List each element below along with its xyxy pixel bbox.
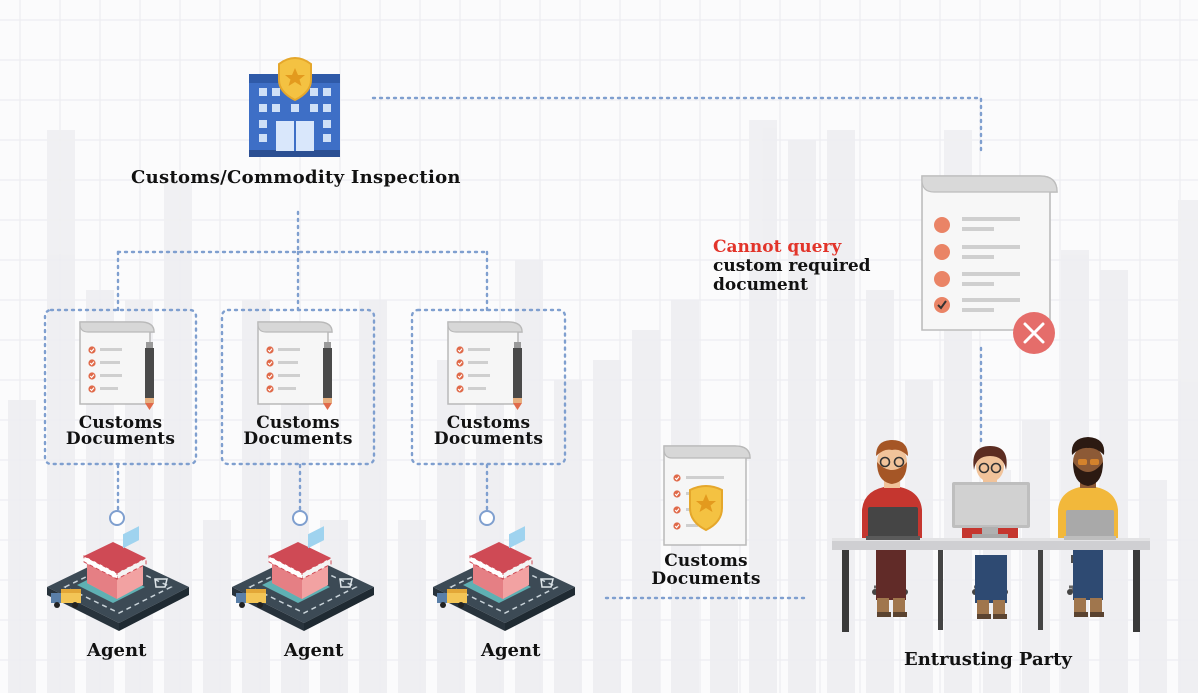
certified-document-icon — [663, 445, 751, 546]
agent-1-documents-label: Customs Documents — [46, 413, 195, 449]
error-detail: custom required — [713, 256, 871, 276]
customs-document-icon — [80, 322, 154, 410]
doc-label-line: Customs — [446, 413, 531, 433]
customs-document-icon — [448, 322, 522, 410]
transfer-documents-label: Customs Documents — [636, 552, 776, 588]
customs-document-icon — [258, 322, 332, 410]
doc-label-line: Documents — [651, 569, 761, 589]
doc-label-line: Documents — [433, 429, 544, 449]
agent-shop-icon — [231, 525, 375, 632]
agent-2-label: Agent — [284, 640, 344, 661]
error-detail: document — [713, 275, 808, 295]
doc-label-line: Documents — [65, 429, 176, 449]
agent-shop-icon — [432, 525, 576, 632]
customs-office-label: Customs/Commodity Inspection — [131, 167, 461, 188]
doc-label-line: Customs — [256, 413, 340, 433]
doc-label-line: Customs — [78, 413, 163, 433]
doc-label-line: Customs — [664, 551, 748, 571]
agent-3-documents-label: Customs Documents — [413, 413, 564, 449]
doc-label-line: Documents — [243, 429, 353, 449]
error-headline: Cannot query — [713, 237, 842, 257]
agent-link-node — [292, 510, 308, 526]
query-error-message: Cannot query custom required document — [713, 238, 871, 295]
entrusting-party-label: Entrusting Party — [904, 649, 1072, 670]
agent-3-label: Agent — [481, 640, 541, 661]
team-at-desk-illustration — [832, 437, 1150, 632]
error-x-icon — [1013, 312, 1055, 354]
agent-link-node — [109, 510, 125, 526]
agent-link-node — [479, 510, 495, 526]
agent-2-documents-label: Customs Documents — [223, 413, 373, 449]
customs-building-icon — [249, 57, 340, 157]
checklist-document-icon — [921, 175, 1058, 331]
agent-1-label: Agent — [87, 640, 147, 661]
agent-shop-icon — [46, 525, 190, 632]
